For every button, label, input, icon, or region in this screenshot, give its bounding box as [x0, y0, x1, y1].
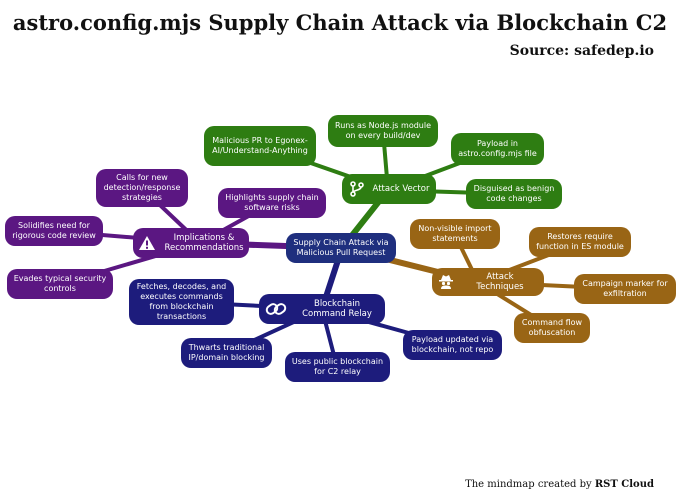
- blockchain-relay-label: Blockchain Command Relay: [302, 299, 372, 319]
- attack-techniques-label: Attack Techniques: [476, 272, 524, 292]
- blockchain-item: Thwarts traditional IP/domain blocking: [181, 338, 272, 368]
- implications-item: Evades typical security controls: [7, 269, 113, 299]
- footer-prefix: The mindmap created by: [465, 479, 592, 490]
- attack-techniques-node: Attack Techniques: [432, 268, 544, 296]
- techniques-item: Restores require function in ES module: [529, 227, 631, 257]
- git-branch-icon: [349, 181, 365, 197]
- spy-icon: [438, 274, 454, 290]
- blockchain-item: Fetches, decodes, and executes commands …: [129, 279, 234, 325]
- implications-node: Implications & Recommendations: [133, 228, 249, 258]
- implications-item: Highlights supply chain software risks: [218, 188, 326, 218]
- footer-credit: The mindmap created by RST Cloud: [465, 479, 654, 490]
- center-node: Supply Chain Attack via Malicious Pull R…: [286, 233, 396, 263]
- source-label: Source: safedep.io: [509, 43, 654, 59]
- link-icon: [265, 301, 287, 317]
- blockchain-item: Uses public blockchain for C2 relay: [285, 352, 390, 382]
- techniques-item: Command flow obfuscation: [514, 313, 590, 343]
- blockchain-item: Payload updated via blockchain, not repo: [403, 330, 502, 360]
- attack-vector-item: Malicious PR to Egonex-AI/Understand-Any…: [204, 126, 316, 166]
- footer-brand: RST Cloud: [594, 479, 654, 490]
- diagram-title: astro.config.mjs Supply Chain Attack via…: [12, 10, 668, 35]
- implications-label: Implications & Recommendations: [164, 233, 244, 253]
- attack-vector-item: Disguised as benign code changes: [466, 179, 562, 209]
- techniques-item: Non-visible import statements: [410, 219, 500, 249]
- attack-vector-item: Runs as Node.js module on every build/de…: [328, 115, 438, 147]
- implications-item: Solidifies need for rigorous code review: [5, 216, 103, 246]
- attack-vector-label: Attack Vector: [372, 184, 430, 194]
- techniques-item: Campaign marker for exfiltration: [574, 274, 676, 304]
- attack-vector-node: Attack Vector: [342, 174, 436, 204]
- implications-item: Calls for new detection/response strateg…: [96, 169, 188, 207]
- attack-vector-item: Payload in astro.config.mjs file: [451, 133, 544, 165]
- blockchain-relay-node: Blockchain Command Relay: [259, 294, 385, 324]
- warning-icon: [138, 235, 156, 251]
